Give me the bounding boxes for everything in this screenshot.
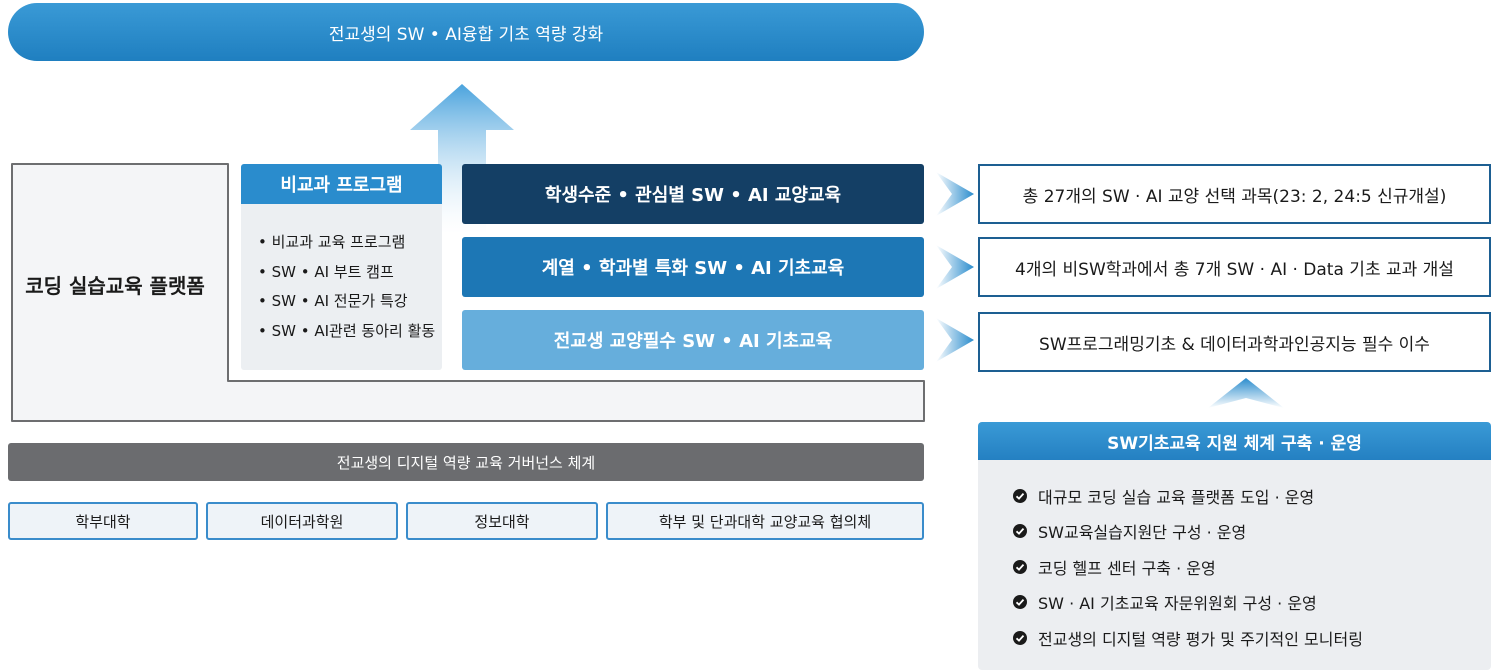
check-circle-icon (1013, 488, 1027, 503)
support-item: SW교육실습지원단 구성 · 운영 (1012, 514, 1363, 550)
result-box: 4개의 비SW학과에서 총 7개 SW · AI · Data 기초 교과 개설 (978, 237, 1491, 297)
governance-unit: 학부 및 단과대학 교양교육 협의체 (606, 502, 924, 540)
arrow-up-icon (410, 84, 514, 234)
support-item: 대규모 코딩 실습 교육 플랫폼 도입 · 운영 (1012, 478, 1363, 514)
support-item-label: SW · AI 기초교육 자문위원회 구성 · 운영 (1038, 594, 1317, 614)
education-bar-interest: 학생수준 • 관심별 SW • AI 교양교육 (462, 164, 924, 224)
arrow-right-icon (936, 318, 974, 362)
support-item-label: 전교생의 디지털 역량 평가 및 주기적인 모니터링 (1038, 629, 1363, 649)
support-item-label: 대규모 코딩 실습 교육 플랫폼 도입 · 운영 (1038, 487, 1315, 507)
program-item: • 비교과 교육 프로그램 (258, 233, 406, 251)
program-list: • 비교과 교육 프로그램 • SW • AI 부트 캠프 • SW • AI … (258, 228, 448, 346)
platform-outline (11, 163, 925, 422)
support-item-label: 코딩 헬프 센터 구축 · 운영 (1038, 558, 1216, 578)
governance-unit: 학부대학 (8, 502, 198, 540)
support-item: 코딩 헬프 센터 구축 · 운영 (1012, 549, 1363, 585)
governance-unit: 데이터과학원 (206, 502, 398, 540)
goal-banner: 전교생의 SW • AI융합 기초 역량 강화 (8, 3, 924, 61)
program-title: 비교과 프로그램 (241, 164, 442, 204)
program-item: • SW • AI관련 동아리 활동 (258, 321, 436, 340)
arrow-right-icon (936, 172, 974, 216)
check-circle-icon (1013, 595, 1027, 610)
result-box: 총 27개의 SW · AI 교양 선택 과목(23: 2, 24:5 신규개설… (978, 164, 1491, 224)
program-item: • SW • AI 전문가 특강 (258, 292, 408, 310)
support-panel (978, 460, 1491, 670)
education-bar-required: 전교생 교양필수 SW • AI 기초교육 (462, 310, 924, 370)
program-item: • SW • AI 부트 캠프 (258, 262, 394, 281)
support-list: 대규모 코딩 실습 교육 플랫폼 도입 · 운영 SW교육실습지원단 구성 · … (1012, 478, 1363, 656)
support-item-label: SW교육실습지원단 구성 · 운영 (1038, 523, 1247, 543)
arrow-right-icon (936, 245, 974, 289)
support-item: SW · AI 기초교육 자문위원회 구성 · 운영 (1012, 585, 1363, 621)
education-bar-major: 계열 • 학과별 특화 SW • AI 기초교육 (462, 237, 924, 297)
governance-bar: 전교생의 디지털 역량 교육 거버넌스 체계 (8, 443, 924, 481)
result-box: SW프로그래밍기초 & 데이터과학과인공지능 필수 이수 (978, 312, 1491, 372)
support-title: SW기초교육 지원 체계 구축 · 운영 (978, 422, 1491, 460)
support-item: 전교생의 디지털 역량 평가 및 주기적인 모니터링 (1012, 620, 1363, 656)
check-circle-icon (1013, 524, 1027, 539)
check-circle-icon (1013, 630, 1027, 645)
arrow-up-small-icon (1208, 378, 1284, 408)
governance-unit: 정보대학 (406, 502, 598, 540)
check-circle-icon (1013, 559, 1027, 574)
platform-title: 코딩 실습교육 플랫폼 (25, 274, 205, 298)
